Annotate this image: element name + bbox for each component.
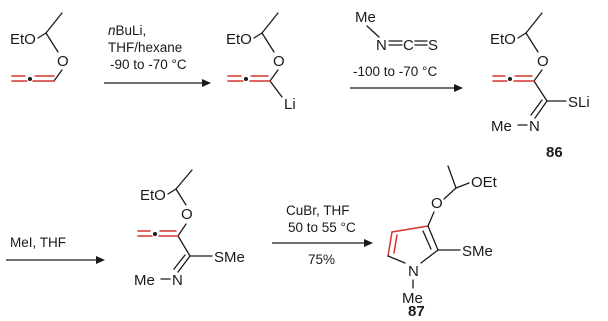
copper-reagent: CuBr, THF [286,203,350,218]
methylation-condition: MeI, THF [10,235,66,250]
reaction-arrow-1: nBuLi, THF/hexane -90 to -70 °C [104,23,211,87]
methyl-label: Me [355,9,376,26]
thiolate-label: SLi [568,94,590,111]
oxygen-label: O [273,53,285,70]
yield-label: 75% [308,252,335,267]
bond [177,235,191,257]
methyl-bond [447,165,457,189]
bond [177,223,187,237]
bond [269,69,279,82]
base-reagent: nBuLi, [108,23,146,38]
bond [261,32,275,53]
bond [167,188,177,195]
ring-bond [391,225,429,233]
bond [37,32,47,39]
methyl-bond [261,12,279,34]
oxygen-label: O [181,206,193,223]
compound-number: 87 [408,303,425,320]
solvent-condition: THF/hexane [108,40,182,55]
arrow-head [202,79,211,87]
ring-double-bond [393,234,398,254]
oxygen-label: O [537,53,549,70]
bond [45,32,59,53]
allene-center-dot [28,77,32,81]
nitrogen-label: N [529,118,540,135]
bond [533,69,543,82]
imine-double-bond [530,99,543,116]
nitrogen-label: N [408,263,419,280]
bond [366,25,380,38]
methyl-label: Me [134,272,155,289]
methyl-bond [45,12,63,34]
methylthio-intermediate: EtO O SMe N Me [134,169,245,289]
compound-number: 86 [546,144,563,161]
methyl-label: Me [402,290,423,307]
methylthio-label: SMe [462,243,493,260]
allene-center-dot [153,232,157,236]
ethoxy-label: OEt [471,174,498,191]
compound-87: N Me SMe O OEt 87 [387,165,498,320]
imine-double-bond [177,255,191,273]
allene-center-dot [244,77,248,81]
bond [517,32,527,39]
ethoxy-label: EtO [490,31,516,48]
bond [175,188,187,206]
bond [533,80,548,102]
nitrogen-label: N [376,37,387,54]
imine-double-bond [534,100,548,119]
oxygen-label: O [431,195,443,212]
reaction-arrow-2: Me N C S -100 to -70 °C [350,9,463,92]
lithium-label: Li [284,96,296,113]
arrow-head [364,239,373,247]
methylthio-label: SMe [214,249,245,266]
sulfur-label: S [428,37,438,54]
methyl-label: Me [491,118,512,135]
reaction-arrow-3: MeI, THF [6,235,105,264]
carbon-label: C [403,37,414,54]
allene-center-dot [508,77,512,81]
compound-86: EtO O SLi N Me 86 [490,12,590,161]
temperature-condition: -90 to -70 °C [110,57,187,72]
arrow-head [96,256,105,264]
ring-bond [387,255,406,264]
bond [427,211,435,227]
methyl-bond [525,12,543,34]
bond [53,69,63,82]
bond [443,187,457,200]
temperature-condition: 50 to 55 °C [288,220,356,235]
oxygen-label: O [57,53,69,70]
lithium-bond [269,80,283,98]
ring-bond [420,249,439,264]
methyl-bond [175,169,193,190]
lithiated-intermediate: EtO O Li [226,12,296,113]
arrow-head [454,84,463,92]
ring-double-bond [422,230,432,250]
bond [525,32,539,53]
temperature-condition: -100 to -70 °C [353,64,437,79]
imine-double-bond [173,254,186,270]
reaction-arrow-4: CuBr, THF 50 to 55 °C 75% [272,203,373,267]
starting-material: EtO O [10,12,69,82]
bond [455,182,470,189]
ring-double-bond [427,225,439,251]
bond [253,32,263,39]
ring-double-bond [387,231,393,257]
ethoxy-label: EtO [10,31,36,48]
nitrogen-label: N [172,272,183,289]
ethoxy-label: EtO [140,187,166,204]
ethoxy-label: EtO [226,31,252,48]
